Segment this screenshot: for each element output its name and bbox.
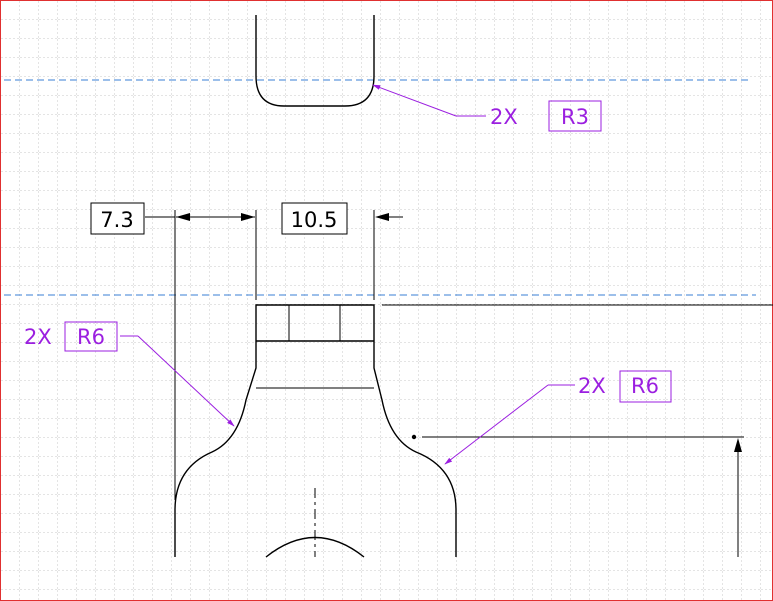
callout-r3-multiplier: 2X [490, 105, 518, 129]
dim-arrow-left-2 [241, 213, 255, 221]
callout-left-r6-leader [137, 335, 235, 427]
callout-r3-leader [372, 84, 457, 117]
callout-left-r6-value: R6 [77, 325, 105, 349]
callout-left-r6-box[interactable] [64, 321, 118, 352]
dim-arrow-right [375, 213, 389, 221]
dim-origin-point [411, 434, 417, 440]
part-outline[interactable] [174, 304, 457, 557]
dim-box-7-3[interactable] [90, 202, 145, 235]
dim-arrow-left-1 [176, 213, 190, 221]
callout-right-r6-multiplier: 2X [578, 374, 606, 398]
callout-right-r6-box[interactable] [619, 370, 672, 403]
height-dim-arrow [734, 438, 742, 452]
callout-r3-box[interactable] [548, 100, 602, 132]
callout-right-r6-value: R6 [631, 374, 659, 398]
callout-r3-value: R3 [561, 105, 589, 129]
dim-text-10-5: 10.5 [291, 208, 338, 232]
callout-left-r6-multiplier: 2X [24, 325, 52, 349]
dim-text-7-3: 7.3 [100, 208, 133, 232]
callout-right-r6-leader [444, 384, 549, 465]
dim-box-10-5[interactable] [281, 202, 348, 235]
